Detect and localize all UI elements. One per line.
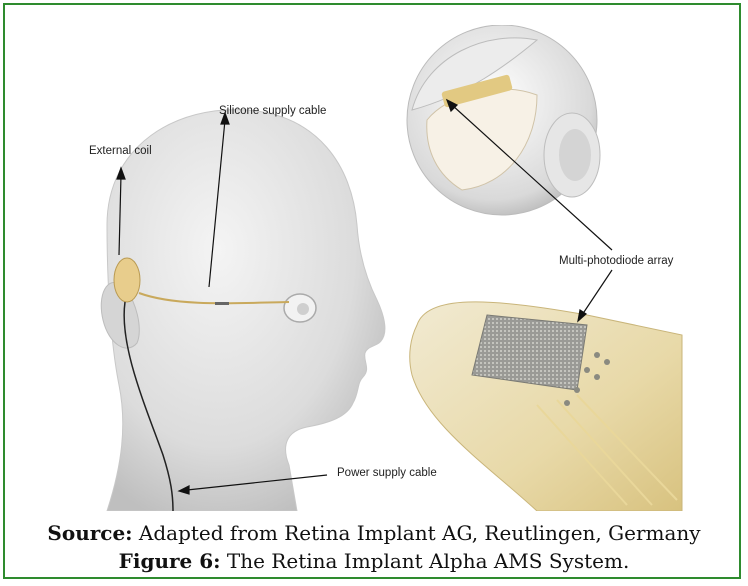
figure-text: The Retina Implant Alpha AMS System. bbox=[221, 549, 630, 573]
figure-frame: Silicone supply cable External coil Mult… bbox=[3, 3, 741, 579]
head-silhouette bbox=[101, 110, 385, 511]
illustration-svg bbox=[67, 25, 685, 511]
implant-illustration: Silicone supply cable External coil Mult… bbox=[67, 25, 685, 511]
eye-cutaway bbox=[407, 25, 600, 215]
photodiode-array-chip bbox=[410, 302, 682, 511]
label-external-coil: External coil bbox=[89, 145, 152, 157]
label-silicone-supply-cable: Silicone supply cable bbox=[219, 105, 326, 117]
figure-prefix: Figure 6: bbox=[119, 549, 221, 573]
label-power-supply-cable: Power supply cable bbox=[337, 467, 437, 479]
source-prefix: Source: bbox=[47, 521, 132, 545]
label-multi-photodiode-array: Multi-photodiode array bbox=[559, 255, 673, 267]
external-coil-device bbox=[114, 258, 140, 302]
source-caption: Source: Adapted from Retina Implant AG, … bbox=[5, 521, 743, 545]
source-text: Adapted from Retina Implant AG, Reutling… bbox=[133, 521, 701, 545]
figure-caption: Figure 6: The Retina Implant Alpha AMS S… bbox=[5, 549, 743, 573]
